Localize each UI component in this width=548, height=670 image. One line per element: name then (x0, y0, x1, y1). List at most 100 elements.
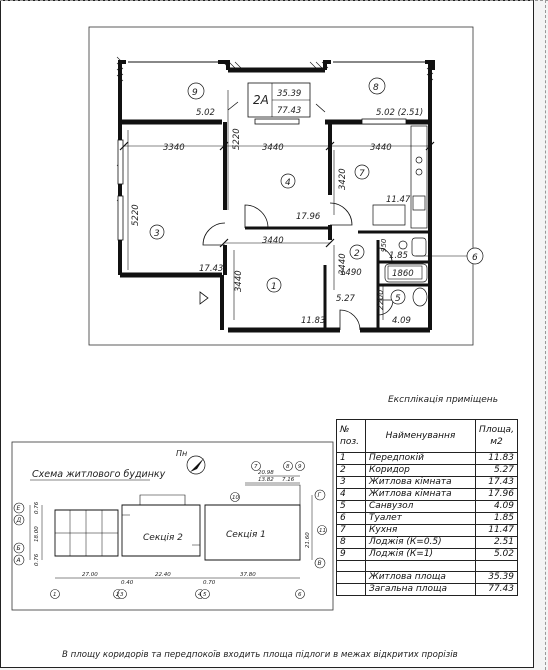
door-room4 (244, 204, 269, 229)
apartment-label: 2А (253, 93, 269, 107)
scheme-dim-bottom-2: 0.40 (121, 580, 134, 586)
dim-3440-entry: 3440 (234, 270, 244, 292)
sheet-edge-right (542, 0, 546, 670)
door-room3 (202, 222, 226, 246)
room-number-1: 1 (271, 282, 277, 292)
axis-number-3: 3 (120, 592, 124, 598)
door-loggia (227, 101, 326, 113)
outer-wall-top-loggia (120, 60, 435, 70)
dim-3440-top: 3440 (262, 143, 284, 153)
axis-number-7: 7 (254, 464, 258, 470)
axis-number-5: 5 (203, 592, 207, 598)
apartment-total-area: 77.43 (277, 106, 301, 116)
axis-letter-1: Е (17, 505, 21, 512)
axis-letter-5: Г (318, 492, 322, 499)
axis-number-9: 9 (298, 464, 302, 470)
axis-number-4: 4 (198, 592, 202, 598)
axis-number-1: 1 (53, 592, 57, 598)
scheme-dim-top-2: 13.82 (258, 477, 274, 483)
door-wc (377, 247, 393, 263)
dim-3440-right: 3440 (370, 143, 392, 153)
scheme-dim-bottom-5: 37.80 (240, 572, 256, 578)
room-number-4: 4 (285, 178, 291, 188)
scheme-dim-side-4: 0.76 (34, 553, 40, 566)
room-number-2: 2 (354, 249, 360, 259)
area-room5: 4.09 (392, 316, 411, 326)
room-number-6: 6 (472, 253, 478, 263)
scheme-dim-side-2: 18.00 (34, 526, 40, 542)
toilet (412, 287, 428, 307)
dim-3440-mid: 3440 (262, 236, 284, 246)
area-room1: 11.83 (301, 316, 325, 326)
dim-950: 950 (380, 238, 388, 252)
axis-number-2: 2 (116, 592, 120, 598)
scheme-dim-side-3: 0.76 (34, 501, 40, 514)
section-2-block (121, 504, 201, 557)
axis-letter-3: Б (17, 545, 21, 552)
kitchen-sink (412, 195, 426, 211)
room-number-8: 8 (373, 83, 379, 93)
apartment-living-area: 35.39 (277, 89, 301, 99)
dim-1860-box (387, 265, 423, 280)
kitchen-counter (410, 125, 428, 229)
dim-1490: 1490 (340, 268, 362, 278)
axis-number-10: 10 (232, 495, 239, 501)
entry-arrow-icon (199, 291, 209, 305)
area-room9: 5.02 (196, 108, 215, 118)
outer-wall-bottom (120, 272, 430, 333)
sheet-edge-top (0, 0, 548, 4)
kitchen-table (372, 204, 406, 226)
footnote: В площу коридорів та передпокоїв входить… (62, 650, 458, 660)
window-room3 (117, 139, 124, 185)
area-room2: 5.27 (336, 294, 356, 304)
section-1-label: Секція 1 (226, 530, 266, 540)
dim-3420: 3420 (338, 168, 348, 190)
window-room4 (254, 118, 300, 125)
scheme-dim-side-1: 21.60 (305, 532, 311, 548)
section-1-block (204, 504, 301, 561)
room-number-9: 9 (192, 88, 198, 98)
axis-number-11: 11 (319, 528, 326, 534)
bathtub (384, 263, 428, 283)
header-num: № поз. (336, 419, 366, 453)
area-room7: 11.47 (386, 195, 411, 205)
dim-2200: 2200 (376, 290, 385, 310)
header-area: Площа, м2 (475, 419, 518, 453)
window-room3-b (117, 195, 124, 241)
window-kitchen (361, 118, 407, 125)
section-2-label: Секція 2 (143, 533, 183, 543)
axis-letter-6: В (318, 560, 322, 567)
scheme-dim-bottom-4: 0.70 (203, 580, 216, 586)
door-entry (339, 309, 361, 331)
dim-5220-mid: 5220 (232, 128, 242, 150)
dim-3340: 3340 (163, 143, 185, 153)
scheme-frame (11, 441, 334, 611)
scheme-dim-bottom-1: 27.00 (82, 572, 98, 578)
axis-number-6: 6 (298, 592, 302, 598)
axis-letter-2: Д (16, 517, 22, 524)
table-header-row: № поз. Найменування Площа, м2 (336, 419, 518, 453)
wc-basin (398, 240, 408, 250)
plan-frame (88, 26, 474, 346)
scheme-dim-top-1: 20.98 (258, 470, 274, 476)
room-number-7: 7 (359, 169, 365, 179)
north-label: Пн (176, 449, 187, 458)
scheme-dim-bottom-3: 22.40 (155, 572, 171, 578)
area-room8: 5.02 (2.51) (376, 108, 423, 118)
room-number-3: 3 (154, 229, 160, 239)
scheme-dim-top-3: 7.16 (282, 477, 295, 483)
scheme-title: Схема житлового будинку (32, 469, 166, 480)
explication-title: Експлікація приміщень (388, 395, 498, 405)
section-left-block (54, 509, 119, 557)
